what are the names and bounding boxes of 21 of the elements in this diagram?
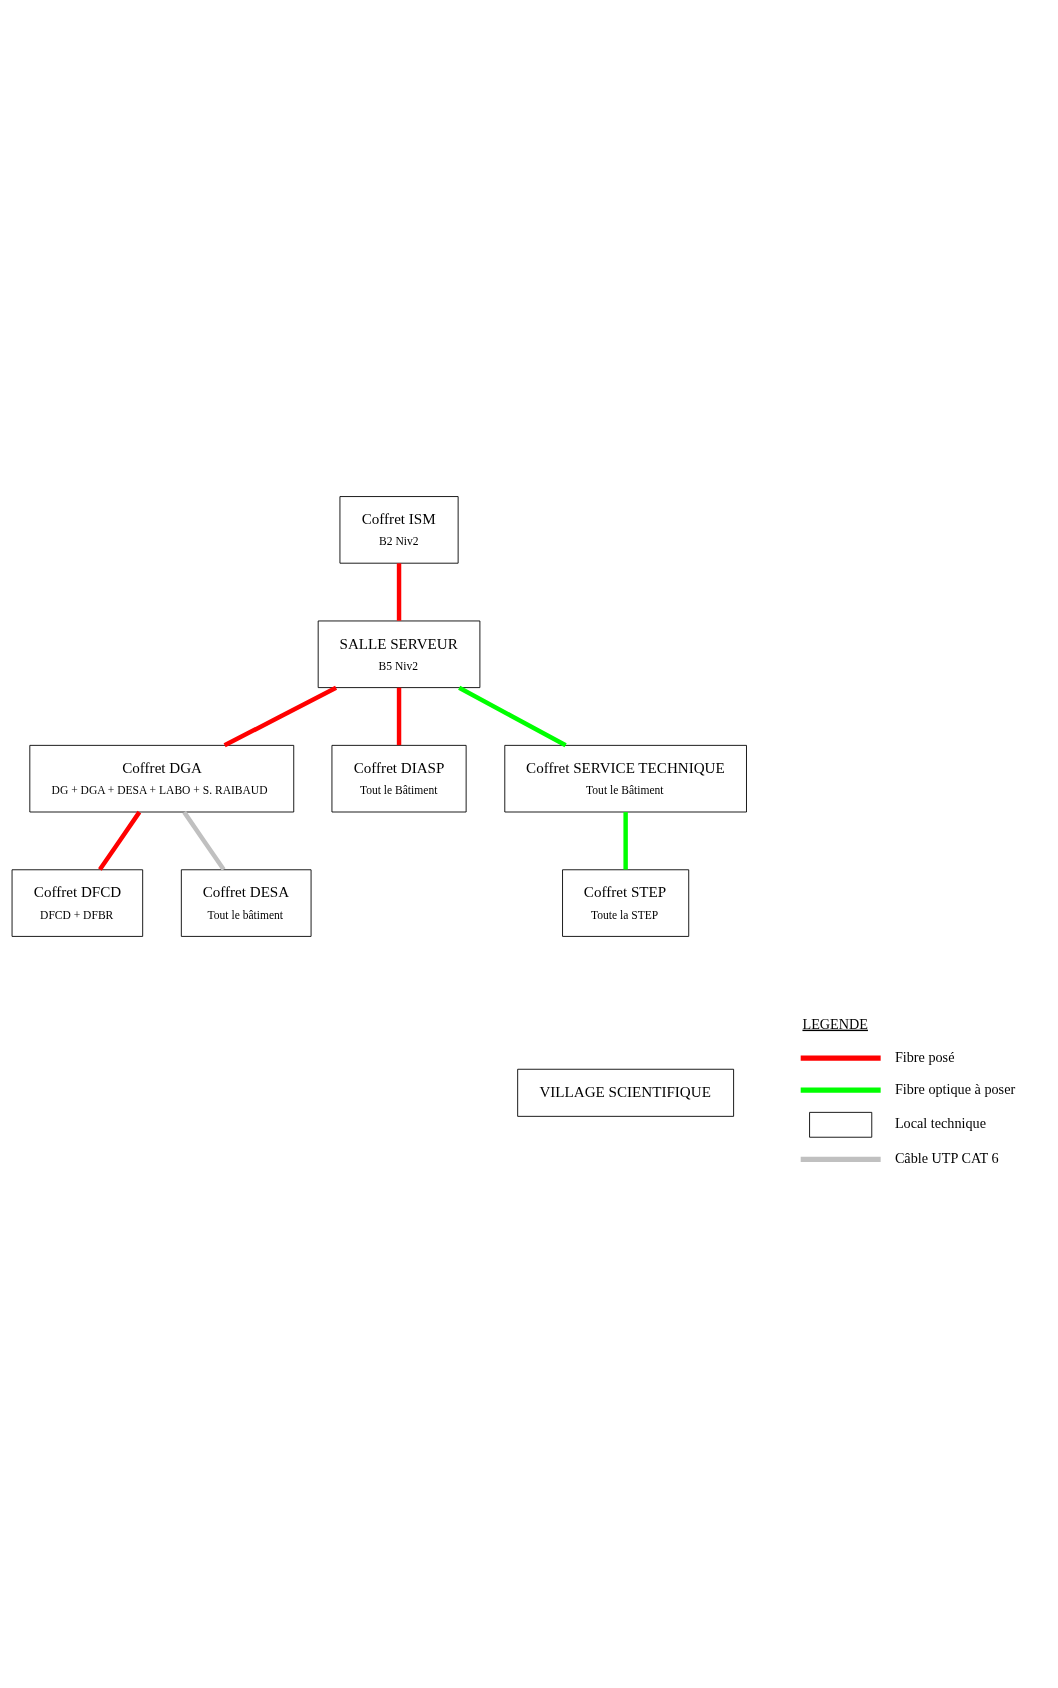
node-box: Coffret DESA Tout le bâtiment xyxy=(180,869,312,937)
connector xyxy=(396,563,402,621)
node-box: Coffret STEP Toute la STEP xyxy=(562,869,690,937)
label: LEGENDE xyxy=(802,1015,868,1032)
node-box: Coffret DFCD DFCD + DFBR xyxy=(11,869,144,937)
legend-label: Fibre posé xyxy=(894,1048,955,1065)
legend-label: Câble UTP CAT 6 xyxy=(894,1149,999,1166)
node-box: Coffret SERVICE TECHNIQUE Tout le Bâtiment xyxy=(504,744,747,813)
connector xyxy=(182,810,226,871)
node-box: Coffret DIASP Tout le Bâtiment xyxy=(331,744,467,813)
connector xyxy=(458,685,567,748)
connector xyxy=(623,812,628,870)
node-box: SALLE SERVEUR B5 Niv2 xyxy=(317,620,481,689)
connector xyxy=(396,687,402,746)
node-box: Coffret ISM B2 Niv2 xyxy=(339,496,459,564)
node-box: VILLAGE SCIENTIFIQUE xyxy=(517,1068,735,1117)
node-box: Coffret DGA DG + DGA + DESA + LABO + S. RAIBAUD xyxy=(29,744,295,813)
connector xyxy=(98,810,142,871)
legend-label: Fibre optique à poser xyxy=(894,1080,1016,1097)
connector xyxy=(223,685,338,748)
legend-label: Local technique xyxy=(894,1115,986,1132)
